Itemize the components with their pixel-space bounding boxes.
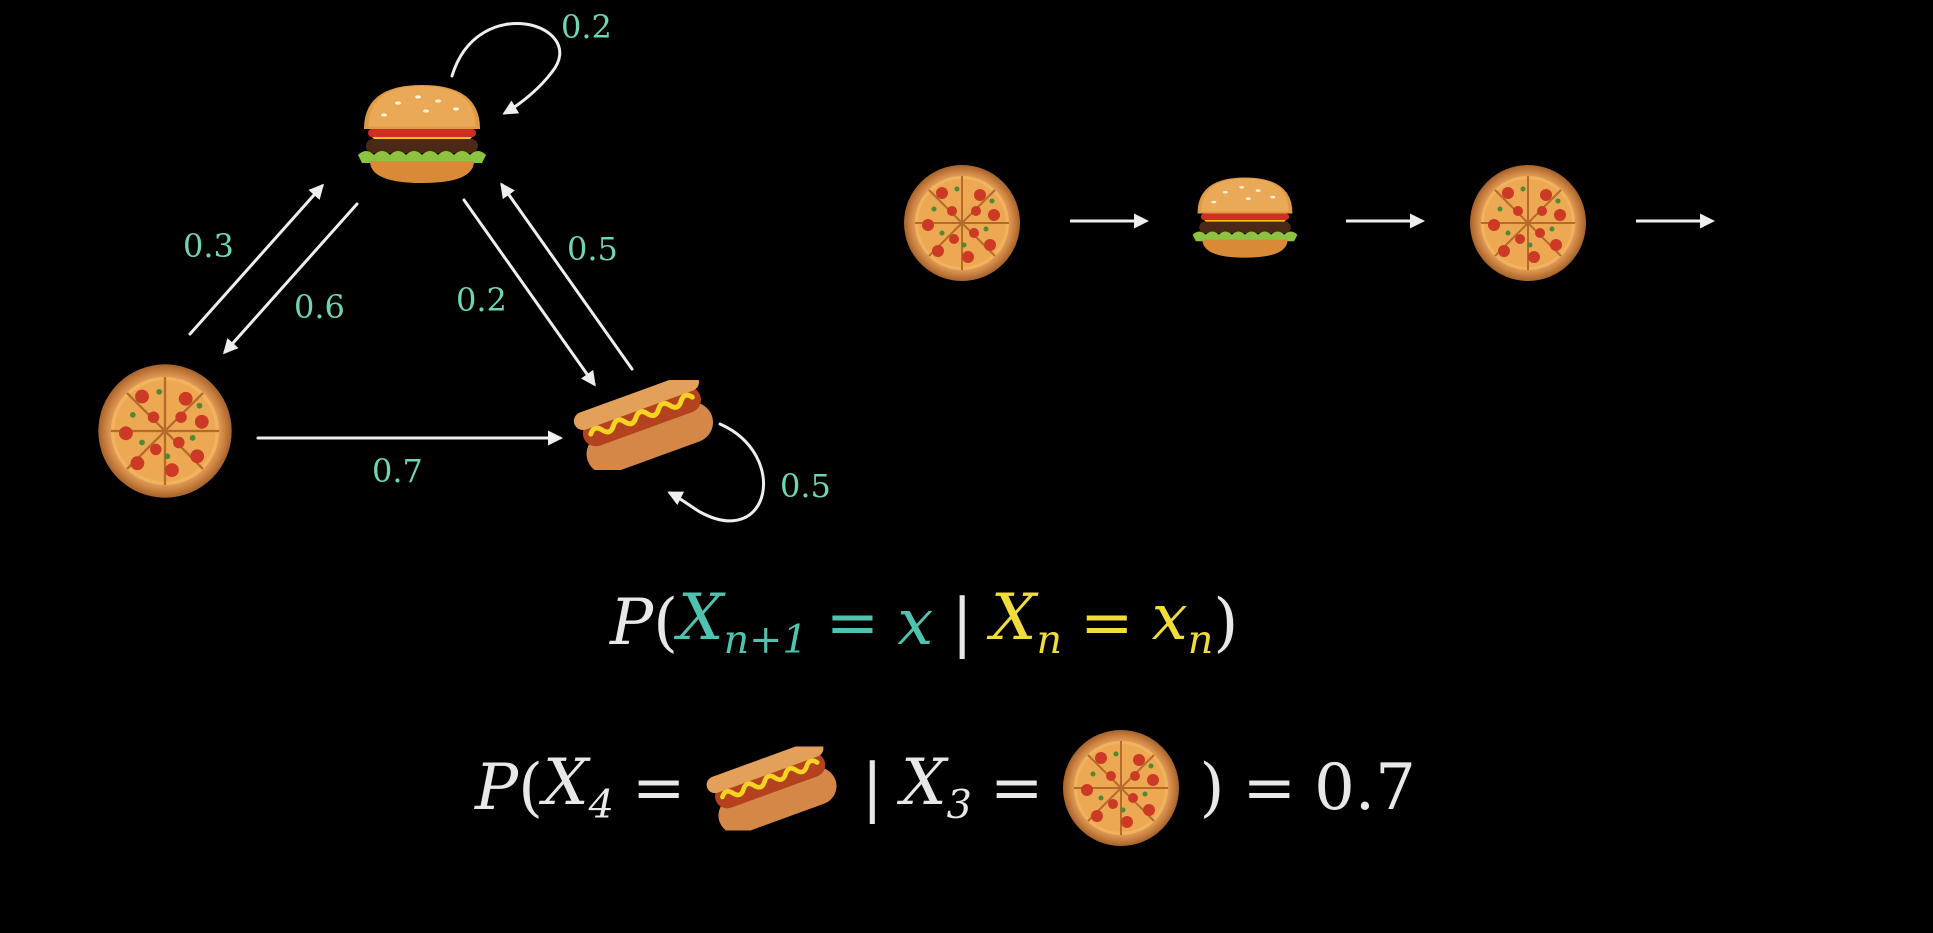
sequence-burger-icon (1192, 177, 1298, 258)
edge-label-burger-to-pizza: 0.6 (294, 288, 345, 326)
sequence-pizza-icon-2 (1469, 164, 1587, 282)
pizza-node-icon (97, 363, 233, 499)
formula-subscript: n (1036, 616, 1063, 663)
hotdog-node-icon (571, 370, 718, 479)
arrow-pizza-to-burger (188, 183, 324, 336)
edge-label-hotdog-self: 0.5 (780, 467, 831, 505)
formula-symbol: = (631, 751, 686, 825)
formula-symbol: = (825, 586, 880, 660)
formula-symbol: ( (653, 586, 679, 660)
arrow-hotdog-self (667, 422, 766, 523)
formula-symbol: ) (1213, 586, 1239, 660)
formula-subscript: 3 (946, 781, 972, 828)
edge-label-hotdog-to-burger: 0.5 (567, 230, 618, 268)
edge-label-burger-self: 0.2 (561, 8, 612, 46)
pizza-icon (1062, 729, 1181, 847)
formula-symbol: | (861, 751, 884, 825)
formula-symbol: X (543, 745, 589, 820)
arrow-hotdog-to-burger (500, 182, 634, 371)
formula-symbol: = (989, 751, 1044, 825)
burger-node-icon (358, 85, 486, 183)
markov-property-formula: P ( Xn+1 = x | Xn = xn ) (610, 586, 1239, 661)
sequence-pizza-icon-1 (903, 164, 1021, 282)
formula-term: Xn+1 (678, 586, 808, 661)
formula-subscript: 4 (588, 781, 614, 828)
formula-symbol: P (610, 586, 654, 660)
formula-value: 0.7 (1314, 751, 1416, 825)
formula-symbol: x (897, 586, 934, 660)
example-probability-formula: P ( X4 = | X3 = ) = 0.7 (475, 728, 1416, 848)
formula-term: X4 (543, 751, 614, 826)
formula-symbol: X (990, 580, 1037, 655)
formula-symbol: ) (1199, 751, 1225, 825)
edge-label-pizza-to-hotdog: 0.7 (372, 452, 423, 490)
formula-symbol: ( (518, 751, 544, 825)
hotdog-icon (703, 741, 843, 836)
formula-term: xn (1152, 586, 1214, 661)
formula-symbol: | (951, 586, 973, 660)
formula-symbol: X (678, 580, 724, 655)
formula-symbol: x (1151, 580, 1188, 655)
formula-symbol: X (901, 745, 947, 820)
formula-symbol: P (475, 751, 519, 825)
arrow-burger-self (450, 22, 562, 115)
formula-term: Xn (991, 586, 1062, 661)
arrow-burger-to-pizza (223, 202, 359, 355)
edge-label-pizza-to-burger: 0.3 (183, 227, 234, 265)
formula-symbol: = (1242, 751, 1297, 825)
arrow-burger-to-hotdog (462, 198, 596, 387)
formula-symbol: = (1080, 586, 1134, 660)
formula-subscript: n+1 (723, 616, 808, 663)
edge-label-burger-to-hotdog: 0.2 (456, 281, 507, 319)
formula-subscript: n (1187, 616, 1214, 663)
formula-term: X3 (901, 751, 972, 826)
